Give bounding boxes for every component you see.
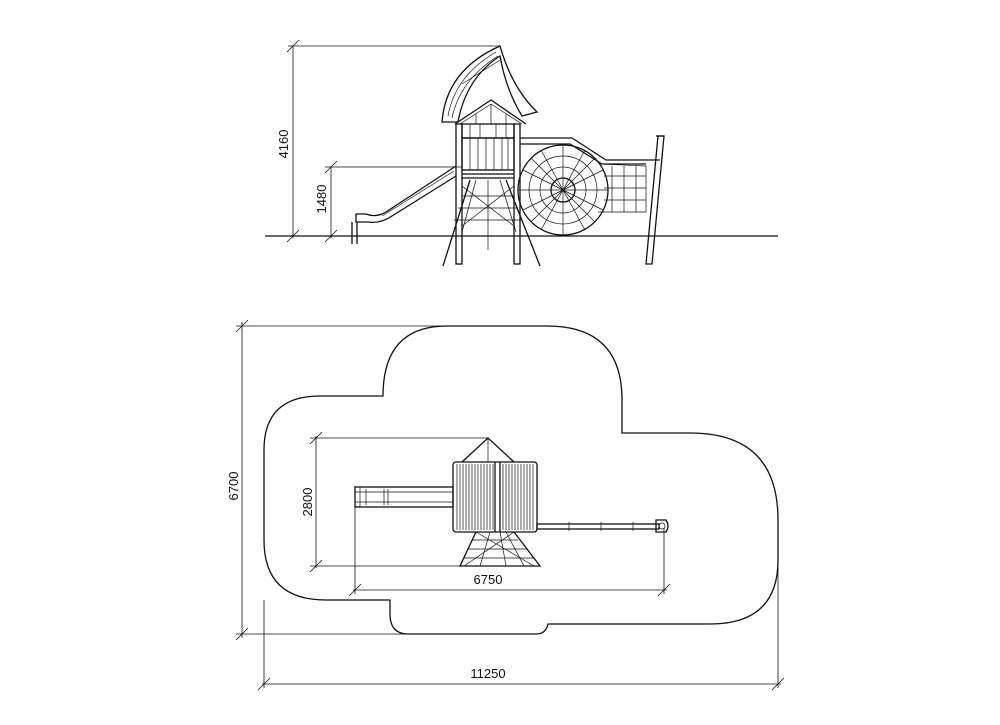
equipment-width-label: 2800 <box>300 488 315 517</box>
safety-zone-outline <box>263 325 779 635</box>
tower-roof <box>441 45 539 123</box>
total-height-dimension: 4160 <box>276 39 500 243</box>
platform-height-dimension: 1480 <box>314 160 462 243</box>
safety-width-label: 6700 <box>226 472 241 501</box>
climbing-net <box>442 179 541 267</box>
platform-height-label: 1480 <box>314 185 329 214</box>
elevation-view: 4160 1480 <box>265 39 778 267</box>
bridge <box>520 137 660 165</box>
safety-length-dimension: 11250 <box>257 520 785 691</box>
rope-net <box>598 163 647 213</box>
total-height-label: 4160 <box>276 130 291 159</box>
tower-structure <box>454 99 527 265</box>
plan-tower <box>452 437 538 533</box>
equipment-width-dimension: 2800 <box>300 431 488 573</box>
spider-web-panel <box>517 144 609 236</box>
plan-view: 11250 6700 2800 6750 <box>226 319 785 691</box>
equipment-length-label: 6750 <box>474 572 503 587</box>
slide <box>351 165 457 244</box>
safety-width-dimension: 6700 <box>226 319 450 641</box>
plan-slide <box>354 486 454 508</box>
end-post <box>645 135 665 265</box>
equipment-length-dimension: 6750 <box>348 486 671 597</box>
plan-climbing-net <box>458 531 542 567</box>
plan-bridge <box>536 519 669 533</box>
safety-length-label: 11250 <box>470 666 505 681</box>
